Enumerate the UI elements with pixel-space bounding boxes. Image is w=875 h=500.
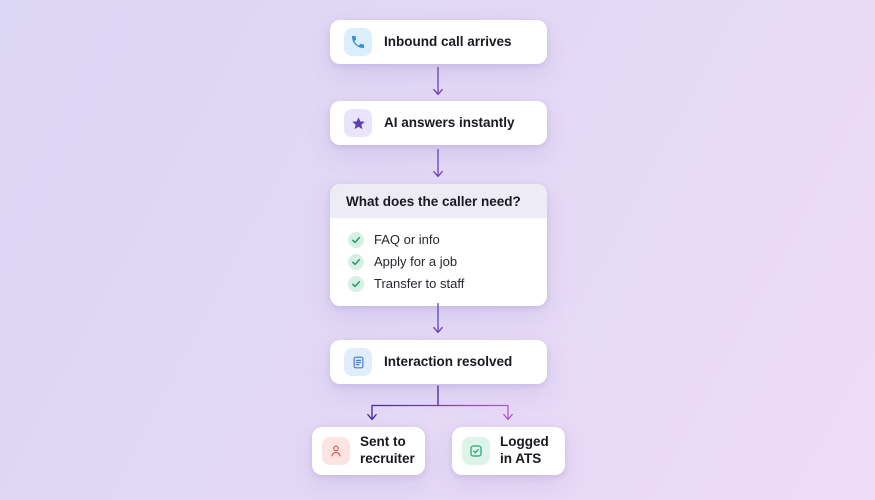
document-icon bbox=[344, 348, 372, 376]
node-logged-in-ats: Logged in ATS bbox=[452, 427, 565, 475]
node-sent-to-recruiter: Sent to recruiter bbox=[312, 427, 425, 475]
checkbox-check-icon bbox=[462, 437, 490, 465]
arrow-down-1 bbox=[433, 66, 443, 96]
check-circle-icon bbox=[348, 253, 364, 270]
branch-connector bbox=[367, 385, 513, 421]
check-circle-icon bbox=[348, 231, 364, 248]
option-label: Apply for a job bbox=[374, 254, 458, 269]
node-label: AI answers instantly bbox=[384, 114, 515, 130]
arrow-down-2 bbox=[433, 148, 443, 178]
person-icon bbox=[322, 437, 350, 465]
node-label: Logged in ATS bbox=[500, 434, 549, 466]
node-interaction-resolved: Interaction resolved bbox=[330, 340, 547, 384]
option-label: Transfer to staff bbox=[374, 276, 465, 291]
decision-option: FAQ or info bbox=[348, 231, 531, 248]
node-label: Sent to recruiter bbox=[360, 434, 415, 466]
node-inbound-call: Inbound call arrives bbox=[330, 20, 547, 64]
decision-options: FAQ or info Apply for a job Transfer to … bbox=[330, 218, 547, 306]
decision-question: What does the caller need? bbox=[330, 184, 547, 218]
node-ai-answers: AI answers instantly bbox=[330, 101, 547, 145]
sparkle-star-icon bbox=[344, 109, 372, 137]
node-label: Interaction resolved bbox=[384, 353, 513, 369]
phone-icon bbox=[344, 28, 372, 56]
decision-option: Apply for a job bbox=[348, 253, 531, 270]
node-label: Inbound call arrives bbox=[384, 33, 512, 49]
option-label: FAQ or info bbox=[374, 232, 440, 247]
decision-option: Transfer to staff bbox=[348, 275, 531, 292]
check-circle-icon bbox=[348, 275, 364, 292]
node-decision: What does the caller need? FAQ or info A… bbox=[330, 184, 547, 306]
arrow-down-3 bbox=[433, 302, 443, 334]
